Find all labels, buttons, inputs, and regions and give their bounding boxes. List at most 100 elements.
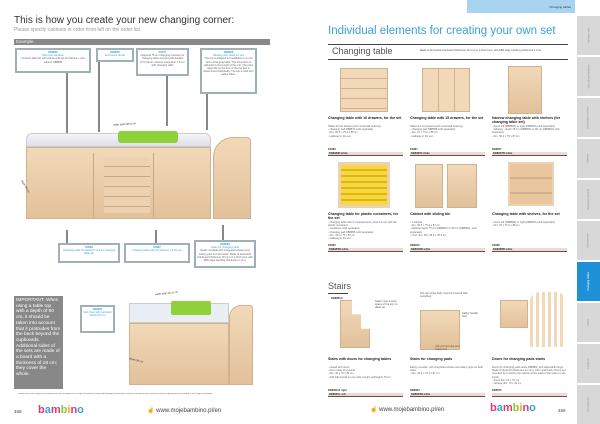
side-tab[interactable]: Educational furniture [577,57,600,96]
url-right[interactable]: ☝ www.mojebambino.pl/en [370,407,445,413]
stairs-doors-image-2 [530,292,566,347]
stairs-heading: Stairs [328,281,352,291]
product-desc: Slides for the drawers with metal ball b… [328,125,381,138]
product-code: DB8838-R right [328,389,347,392]
callout-code: DB8832 [92,308,103,311]
product-image-16-drawers [340,68,388,112]
product-desc: - doors left (DB8890) or right (DB8891) … [492,221,555,228]
callout-code: K0987 [153,246,161,249]
side-tab[interactable]: Furniture sets [577,16,600,55]
side-tab-label[interactable]: Kitchenettes [587,233,590,248]
left-title: This is how you create your new changing… [14,15,235,26]
product-desc: - doors left (DB8890) or right (DB8891) … [492,125,560,138]
sink-set-illustration: width total 131.5 cm depth 90 cm [125,291,257,390]
callout-code: DB8852 [48,51,58,54]
left-subtitle: Please specify cabinets in order from le… [14,27,142,33]
product-title: Changing table with 15 drawers, for the … [410,116,484,120]
product-title: Changing table with 16 drawers, for the … [328,116,402,120]
product-desc: Easily movable, with integrated wheels a… [410,366,483,376]
callout-desc: Diagonal 75 cm changing mattress for cha… [140,54,185,67]
side-tab-label[interactable]: Wardrobes, lockers [587,106,590,129]
callout-name: Sink hosp with cupboard (depth 90 cm) [83,311,112,318]
callout-name: Changing table for bathtub / sink for ch… [62,249,116,256]
side-tab-label[interactable]: Furniture sets [586,27,590,44]
product-desc: - 1 cabinet - dim. 50.5 x 75.2 x 87 cm -… [410,221,477,237]
callout-name: Tabletop with slides for sink [212,54,245,58]
example-bar: Example [14,39,270,45]
product-title: Doors for changing pads stairs [492,357,546,361]
product-variant: DB8989N white [328,152,403,156]
product-title: Changing table for plastic containers, f… [328,212,399,220]
bambino-logo-right: bambino [490,402,536,414]
section-desc: Made of laminated chipboard (thickness 1… [420,49,542,52]
product-title: Stairs with doors for changing tables [328,357,392,361]
product-variant: DB8987N white [410,152,485,156]
product-code: K0989 [328,148,336,151]
side-tab[interactable]: Soft furniture [577,385,600,424]
side-tab-label[interactable]: Toilets [586,318,590,327]
product-variant: DB8837W white [492,152,567,156]
callout-name: Bath with tap/drain [42,54,64,58]
important-note: IMPORTANT: When using a table top with a… [14,296,63,389]
stairs-note-step: with pull out step and safety lock [435,345,460,352]
product-image-shelves [508,162,554,206]
product-image-cabinet-bin [415,164,443,208]
product-title: Narrow changing table with shelves (for … [492,116,561,124]
product-variant [492,393,567,397]
product-code: DB8883 [410,389,420,392]
callout-desc: The top is adapted for installation in a… [203,57,254,77]
url-left[interactable]: ☝ www.mojebambino.pl/en [147,408,222,414]
product-image-cabinet-bin-open [447,164,477,208]
product-code: DB8846 [410,244,420,247]
product-code: K0985 [328,244,336,247]
product-code: DB8875 [492,389,502,392]
footnote: Please note that setup and assembly are … [18,393,213,395]
header-tab-label: Changing tables [549,5,571,9]
url-text[interactable]: www.mojebambino.pl/en [156,408,222,414]
stairs-image [340,300,370,348]
product-title: Stairs for changing pads [410,357,453,361]
callout-desc: Ceramic bath tub with siphon and tap for… [21,57,85,64]
side-tab[interactable]: Partitions [577,344,600,383]
product-desc: - closed with doors - door made of plywo… [328,366,391,379]
product-image-narrow-shelves [508,66,542,114]
side-tab[interactable]: Wardrobes, lockers [577,98,600,137]
stairs-doors-image [500,300,528,328]
product-image-containers [338,162,390,208]
product-desc: Doors for changing pads stairs DB8883, w… [492,366,566,386]
callout-code: K0989 [85,246,93,249]
section-changing-table: Changing table [332,46,393,56]
stairs-note-space: Stairs must ensure space of the top / to… [375,300,398,310]
side-tab-label[interactable]: Cabinets [587,153,590,164]
product-image-15-drawers [422,68,470,112]
side-tab[interactable]: Changing tables [577,262,600,301]
side-tab-label[interactable]: Changing tables [587,272,590,291]
callout-desc: Easily movable with integrated wheels an… [197,249,253,263]
callout-name: Stairs for changing pads [211,246,239,250]
side-tab[interactable]: Kitchenettes [577,221,600,260]
stairs-note-worktop: The top of the body must be covered with… [420,292,468,299]
side-tab[interactable]: Cabinets [577,139,600,178]
callout-code: K0787 [158,51,167,54]
product-desc: - changing table with 3 compartments, th… [328,221,397,241]
bambino-logo-left: bambino [38,404,84,416]
stairs-code-label: DB8883-F [331,297,343,300]
side-tab[interactable]: Changing furniture [577,180,600,219]
side-tab-label[interactable]: Soft furniture [586,397,590,412]
product-code: K0987 [410,148,418,151]
page-number-left: 468 [14,409,22,414]
side-tab-label[interactable]: Educational furniture [587,64,591,89]
product-variant: DB8883W white [410,393,485,397]
product-variant: DB8838-L left [328,393,403,397]
side-tab-label[interactable]: Partitions [587,358,590,369]
side-tab[interactable]: Toilets [577,303,600,342]
side-tab-label[interactable]: Changing furniture [587,188,590,211]
example-label: Example [16,39,34,44]
callout-code: DB8868 [223,51,234,54]
product-desc: Slides for the drawers with metal ball b… [410,125,463,138]
url-text[interactable]: www.mojebambino.pl/en [379,407,445,413]
